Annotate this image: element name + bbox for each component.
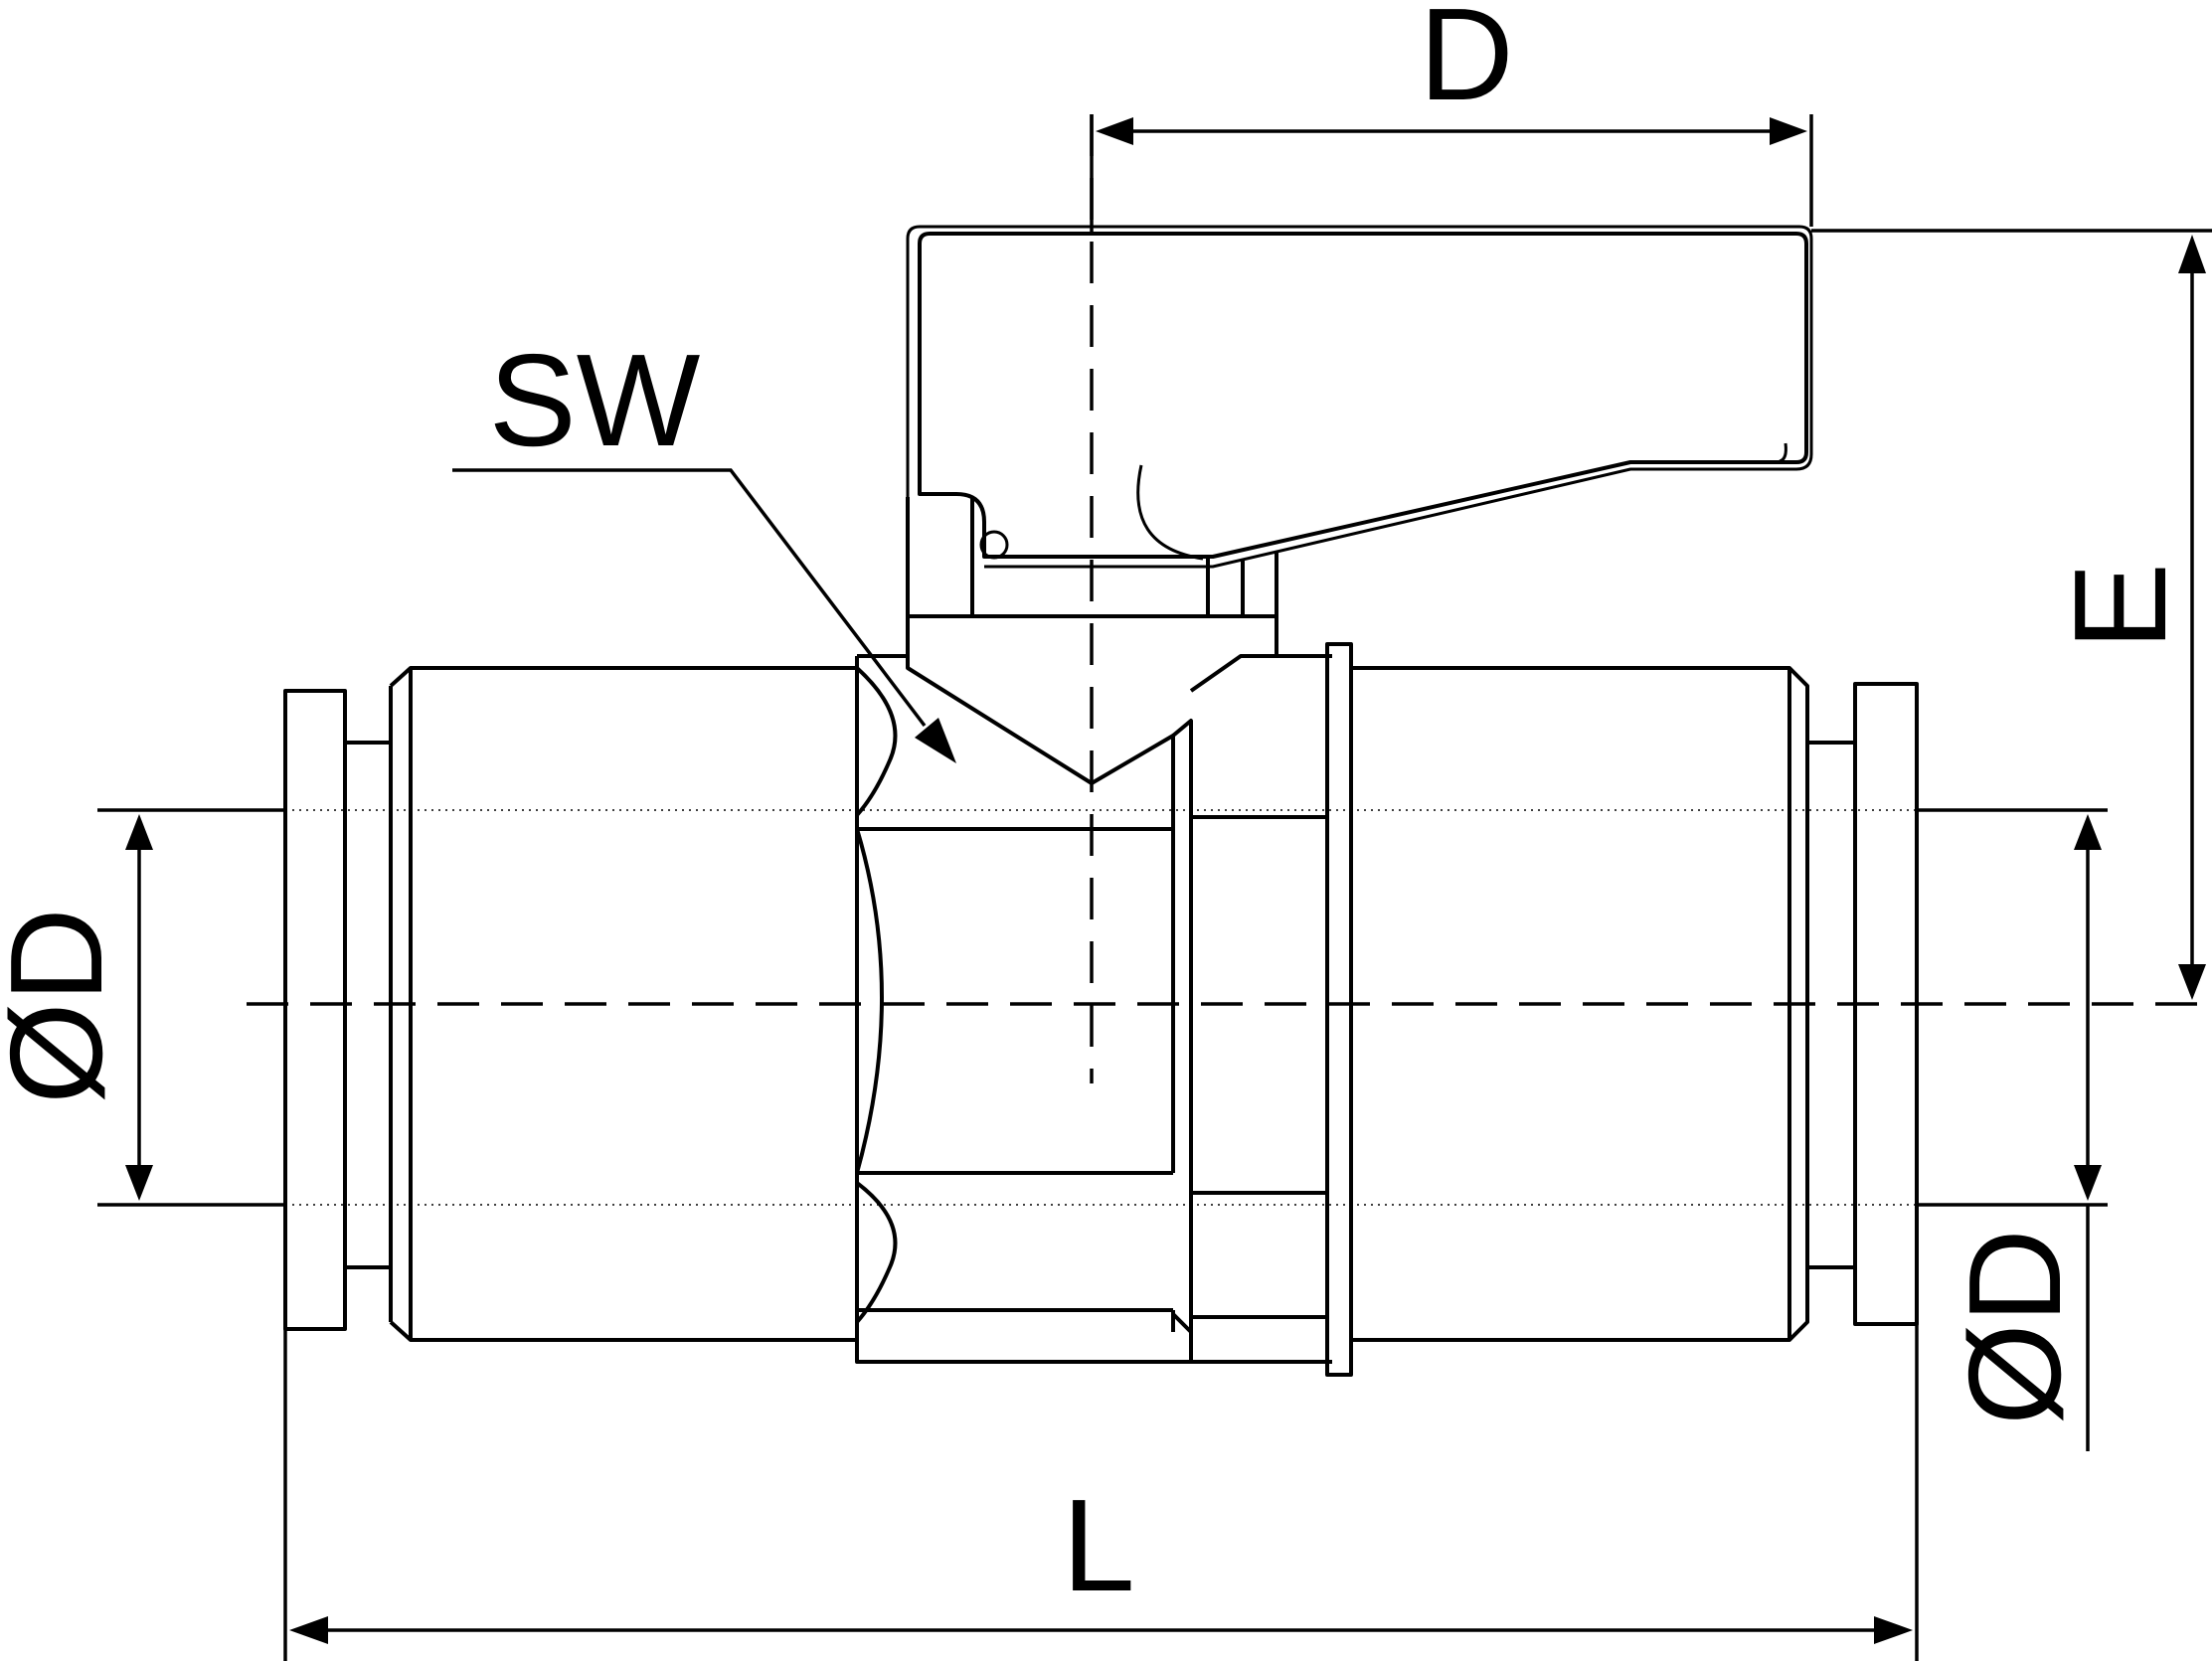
label-left-diameter: ØD [0,908,129,1104]
dimension-right-diameter: ØD [1917,808,2108,1451]
dimension-overall-length: L [283,1324,1919,1661]
label-top-width: D [1419,0,1513,127]
valve-body [855,642,1809,1377]
dimension-top-width: D [1090,0,1813,234]
dimension-wrench-size: SW [452,327,956,763]
label-right-diameter: ØD [1942,1229,2088,1425]
label-wrench-size: SW [489,327,701,473]
valve-stem [906,497,1278,668]
label-handle-height: E [2047,563,2193,650]
dimension-left-diameter: ØD [0,808,285,1207]
dimension-handle-height: E [1811,229,2212,1000]
lever-handle [906,225,1813,569]
center-lines [247,114,2212,1206]
label-overall-length: L [1062,1472,1134,1618]
